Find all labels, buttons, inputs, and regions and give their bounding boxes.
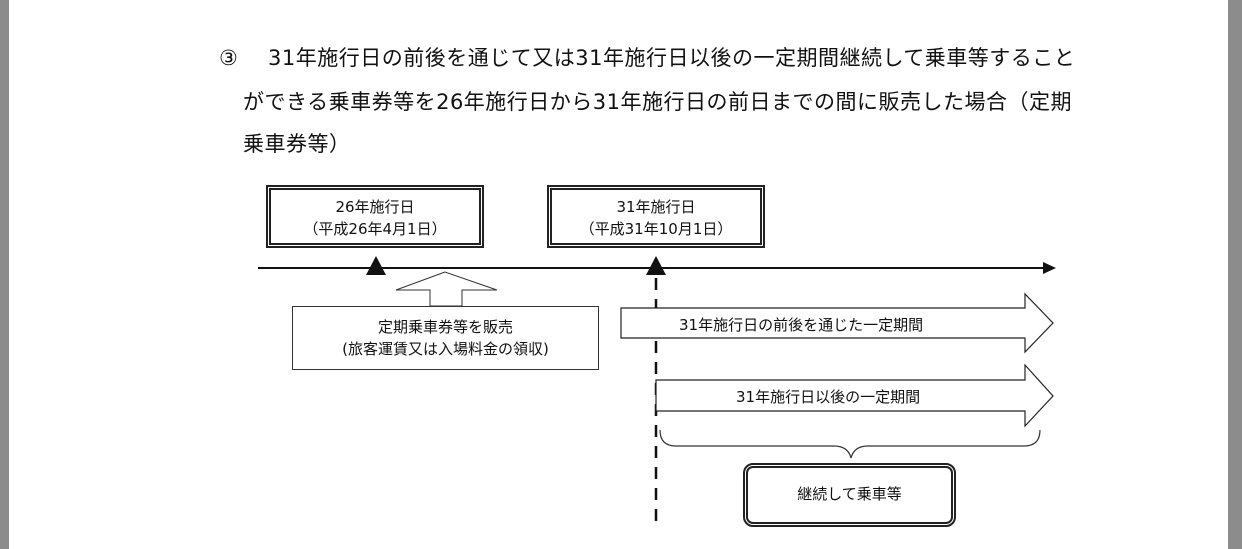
time-axis-arrowhead bbox=[1043, 262, 1056, 274]
sale-box: 定期乗車券等を販売 (旅客運賃又は入場料金の領収) bbox=[292, 306, 599, 370]
arrow-after-label: 31年施行日以後の一定期間 bbox=[736, 388, 921, 406]
date31-box: 31年施行日 （平成31年10月1日） bbox=[547, 185, 765, 248]
sale-up-arrow bbox=[395, 271, 498, 307]
marker-26-triangle bbox=[366, 256, 386, 275]
arrow-through-shape bbox=[620, 292, 1054, 354]
continuous-box: 継続して乗車等 bbox=[743, 463, 956, 527]
document-page bbox=[9, 0, 1228, 549]
heading-marker: ③ bbox=[219, 46, 239, 70]
date26-date: （平成26年4月1日） bbox=[303, 220, 447, 238]
heading-line-3: 乗車券等） bbox=[243, 132, 351, 156]
arrow-after-shape bbox=[655, 363, 1054, 428]
date26-box: 26年施行日 （平成26年4月1日） bbox=[266, 185, 484, 248]
date31-date: （平成31年10月1日） bbox=[579, 220, 733, 238]
span-brace bbox=[659, 429, 1041, 459]
arrow-through-label: 31年施行日の前後を通じた一定期間 bbox=[679, 316, 924, 334]
marker-31-triangle bbox=[646, 256, 666, 275]
continuous-label: 継続して乗車等 bbox=[797, 485, 902, 503]
date31-title: 31年施行日 bbox=[616, 198, 696, 216]
heading-line-1: 31年施行日の前後を通じて又は31年施行日以後の一定期間継続して乗車等すること bbox=[268, 46, 1076, 70]
heading-line-2: ができる乗車券等を26年施行日から31年施行日の前日までの間に販売した場合（定期 bbox=[243, 90, 1073, 114]
date26-title: 26年施行日 bbox=[335, 198, 415, 216]
sale-line-1: 定期乗車券等を販売 bbox=[377, 318, 513, 336]
sale-line-2: (旅客運賃又は入場料金の領収) bbox=[342, 340, 549, 358]
